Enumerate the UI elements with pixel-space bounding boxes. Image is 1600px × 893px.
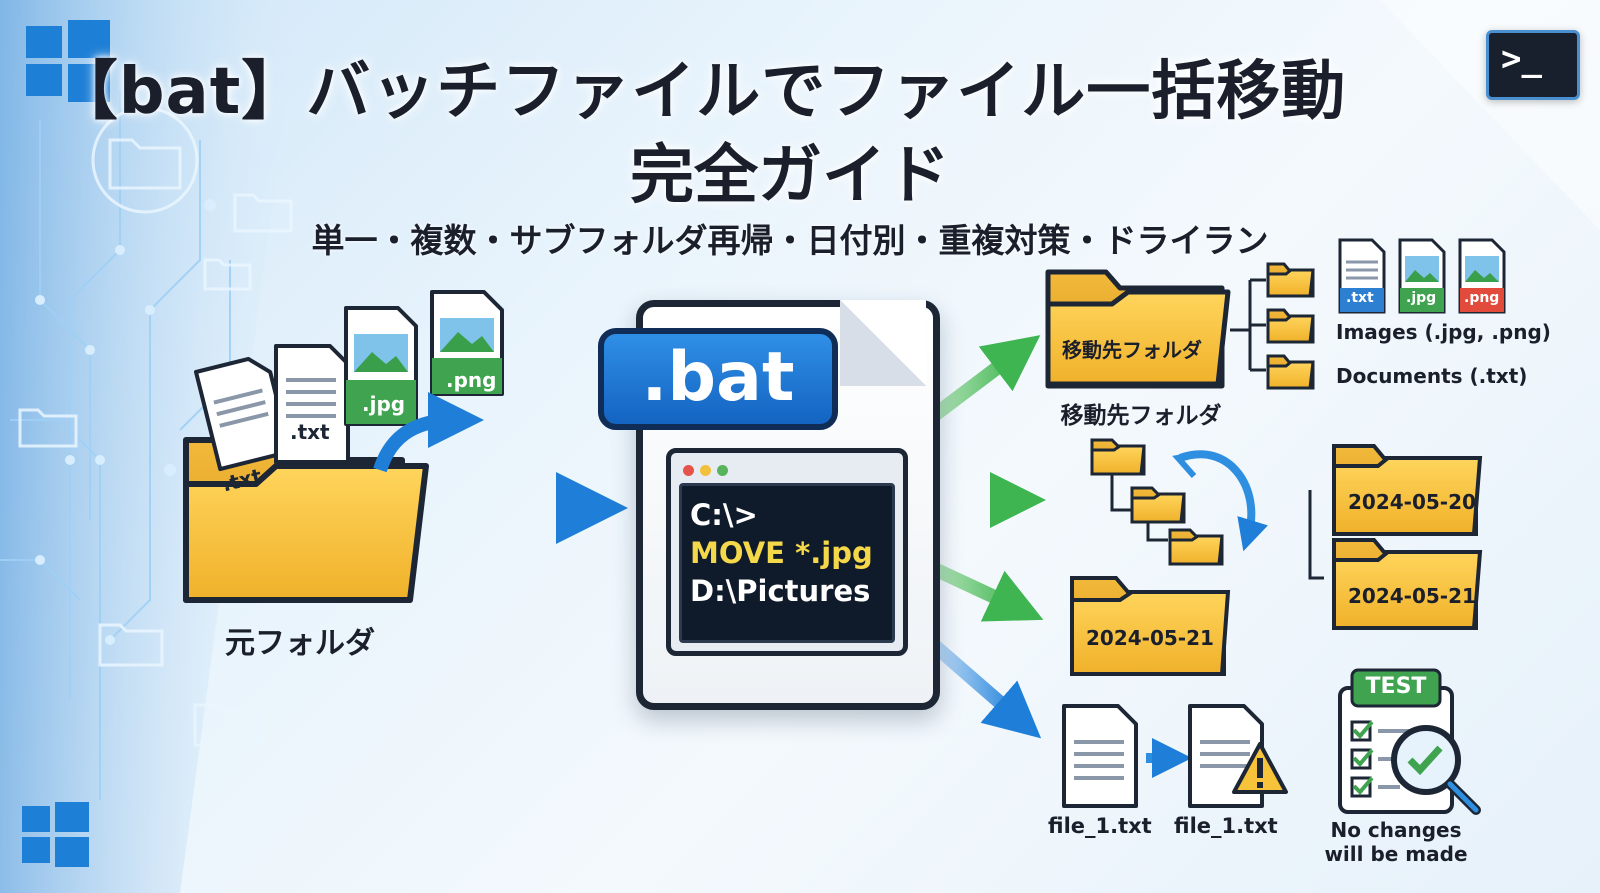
image-file-icon	[430, 290, 504, 396]
windows-logo-icon	[22, 802, 89, 867]
folder-icon	[1266, 262, 1315, 298]
terminal-icon: >_	[1486, 30, 1580, 100]
image-file-icon	[344, 306, 418, 426]
page-subtitle: 単一・複数・サブフォルダ再帰・日付別・重複対策・ドライラン	[311, 221, 1269, 260]
subfolder-label-documents: Documents (.txt)	[1336, 364, 1528, 388]
source-folder-icon	[183, 290, 504, 603]
file-type-label: .jpg	[1406, 290, 1437, 306]
command-screen: C:\> MOVE *.jpg D:\Pictures	[679, 483, 895, 643]
circuit-nodes	[35, 199, 235, 645]
file-type-label: .jpg	[362, 392, 406, 416]
page-title: 【bat】バッチファイルでファイル一括移動	[53, 55, 1347, 129]
destination-folder-label: 移動先フォルダ	[1060, 403, 1222, 429]
subfolder-label-images: Images (.jpg, .png)	[1336, 320, 1551, 344]
decor-folders	[18, 106, 293, 747]
command-line: MOVE *.jpg	[690, 536, 873, 570]
file-type-label: .png	[1464, 290, 1500, 306]
file-type-label: .txt	[1346, 290, 1374, 306]
date-folder-label: 2024-05-20	[1348, 490, 1476, 514]
magnifier-icon	[1391, 725, 1481, 815]
dry-run-caption-line1: No changes	[1330, 818, 1462, 842]
warning-icon	[1232, 742, 1288, 794]
window-controls	[683, 461, 734, 480]
duplicate-conflict-label: file_1.txt	[1174, 814, 1278, 838]
arrow-to-date-folder	[925, 559, 1044, 622]
destination-folder-icon	[1045, 269, 1231, 389]
folder-icon	[1266, 308, 1315, 344]
date-folder-label: 2024-05-21	[1348, 584, 1476, 608]
command-line: C:\>	[690, 498, 758, 532]
dry-run-caption: No changes will be made	[1316, 818, 1476, 866]
test-badge	[1350, 668, 1442, 708]
dry-run-caption-line2: will be made	[1324, 842, 1468, 866]
windows-logo-icon	[26, 20, 110, 102]
file-type-label: .txt	[290, 420, 330, 444]
arrow-to-destination	[923, 335, 1041, 426]
file-type-label: .png	[446, 368, 497, 392]
page-title-line2: 完全ガイド	[630, 139, 950, 213]
destination-folder-inner-label: 移動先フォルダ	[1062, 338, 1202, 362]
date-folder-icon	[1332, 444, 1483, 536]
folder-icon	[1266, 354, 1315, 390]
recursive-subfolders	[1090, 438, 1224, 566]
file-icon	[1338, 238, 1386, 314]
date-folder-icon	[1070, 576, 1231, 676]
command-line: D:\Pictures	[690, 574, 871, 608]
source-folder-label: 元フォルダ	[225, 626, 375, 661]
command-window: C:\> MOVE *.jpg D:\Pictures	[666, 448, 908, 656]
arrow-to-duplicates	[923, 634, 1042, 739]
duplicate-original-label: file_1.txt	[1048, 814, 1152, 838]
bat-badge: .bat	[598, 328, 838, 430]
file-icon	[274, 344, 350, 464]
file-icon	[1062, 704, 1138, 808]
test-badge-label: TEST	[1365, 674, 1427, 699]
date-tree	[1308, 490, 1324, 580]
bat-file-fold	[840, 300, 926, 386]
image-file-icon	[1458, 238, 1506, 314]
image-file-icon	[1398, 238, 1446, 314]
date-folder-label: 2024-05-21	[1086, 626, 1214, 650]
cycle-arrows-icon	[1172, 450, 1268, 552]
date-folder-icon	[1332, 538, 1483, 630]
destination-tree	[1230, 278, 1266, 372]
